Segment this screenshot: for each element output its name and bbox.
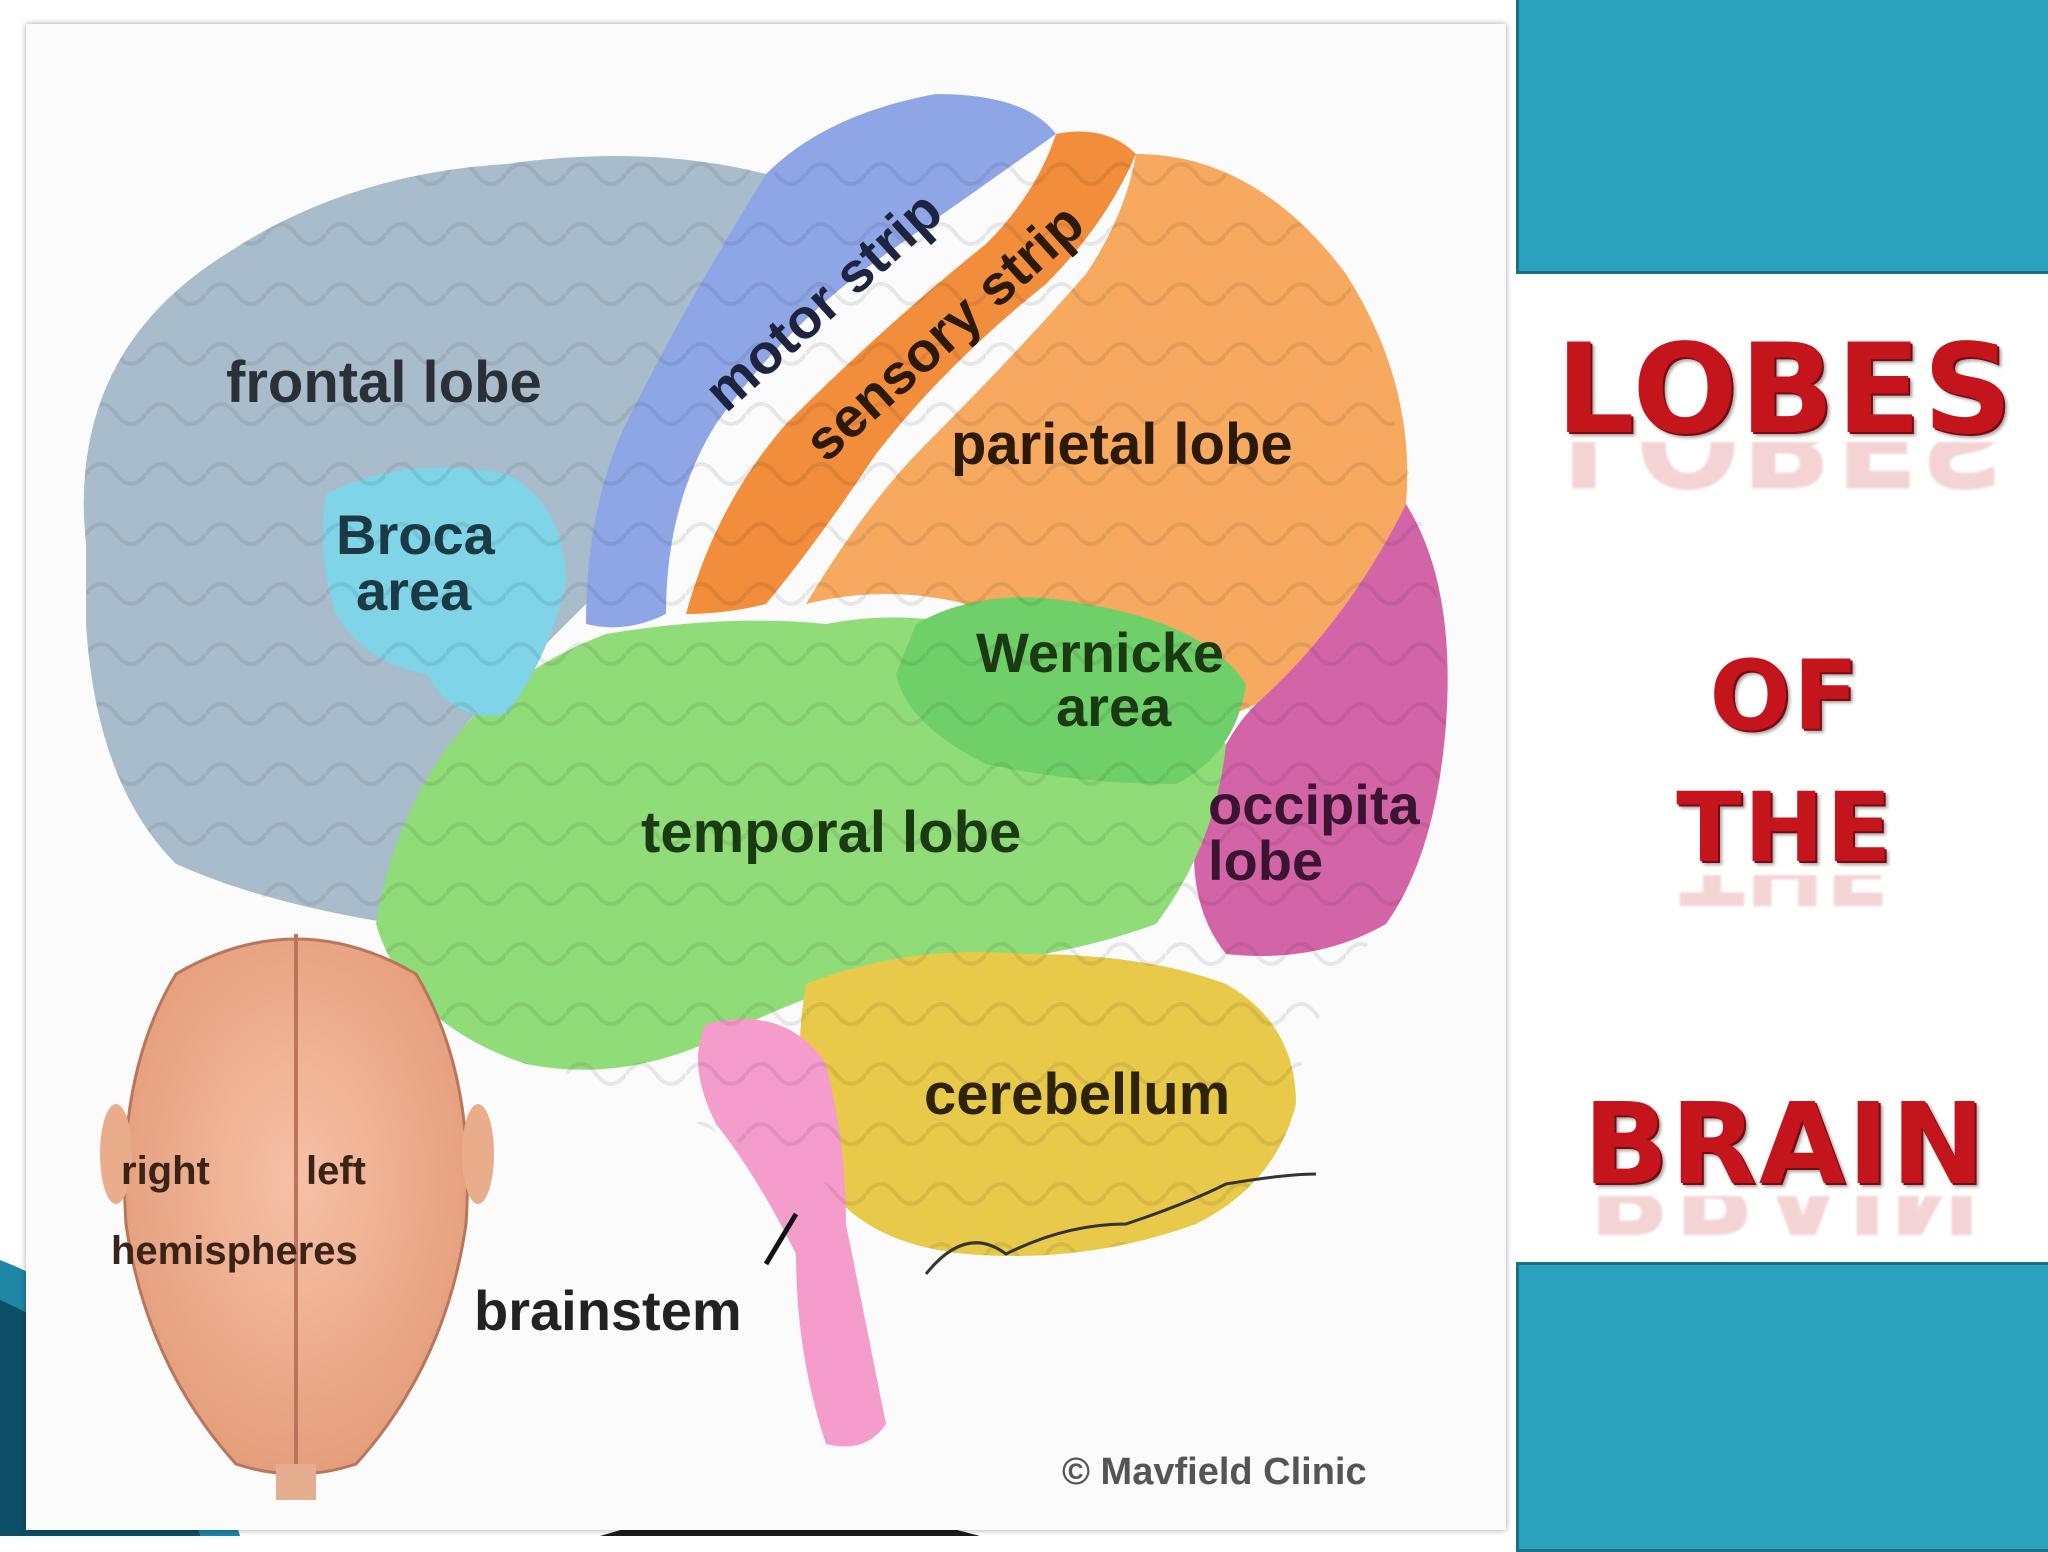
title-of: OF bbox=[1709, 640, 1861, 752]
label-wernicke-line2: area bbox=[1056, 675, 1172, 738]
label-occipital-line2: lobe bbox=[1208, 829, 1323, 892]
label-right: right bbox=[121, 1149, 210, 1193]
label-broca-line1: Broca bbox=[336, 503, 496, 566]
label-broca-line2: area bbox=[356, 559, 472, 622]
label-frontal-lobe: frontal lobe bbox=[226, 350, 542, 415]
label-wernicke-line1: Wernicke bbox=[976, 621, 1224, 684]
brain-diagram: frontal lobe motor strip sensory strip p… bbox=[83, 94, 1448, 1500]
label-left: left bbox=[306, 1149, 366, 1193]
label-temporal-lobe: temporal lobe bbox=[641, 800, 1021, 865]
label-occipital-line1: occipita bbox=[1208, 773, 1420, 836]
title-brain: BRAIN bbox=[1583, 1080, 1987, 1210]
label-parietal-lobe: parietal lobe bbox=[951, 412, 1293, 477]
teal-block-top bbox=[1516, 0, 2048, 274]
label-hemispheres: hemispheres bbox=[111, 1229, 358, 1273]
title-the: THE bbox=[1676, 772, 1894, 884]
brain-illustration-frame: frontal lobe motor strip sensory strip p… bbox=[26, 24, 1506, 1530]
hemispheres-inset bbox=[100, 934, 494, 1500]
title-brain-reflection: BRAIN bbox=[1530, 1196, 2040, 1256]
image-credit: © Mavfield Clinic bbox=[1062, 1451, 1367, 1493]
title-the-reflection: THE bbox=[1530, 875, 2040, 925]
label-brainstem: brainstem bbox=[474, 1279, 742, 1342]
label-cerebellum: cerebellum bbox=[924, 1062, 1230, 1127]
title-lobes-reflection: LOBES bbox=[1530, 442, 2040, 512]
teal-block-bottom bbox=[1516, 1262, 2048, 1552]
title-lobes: LOBES bbox=[1555, 318, 2015, 462]
artist-signature bbox=[924, 1172, 1317, 1275]
